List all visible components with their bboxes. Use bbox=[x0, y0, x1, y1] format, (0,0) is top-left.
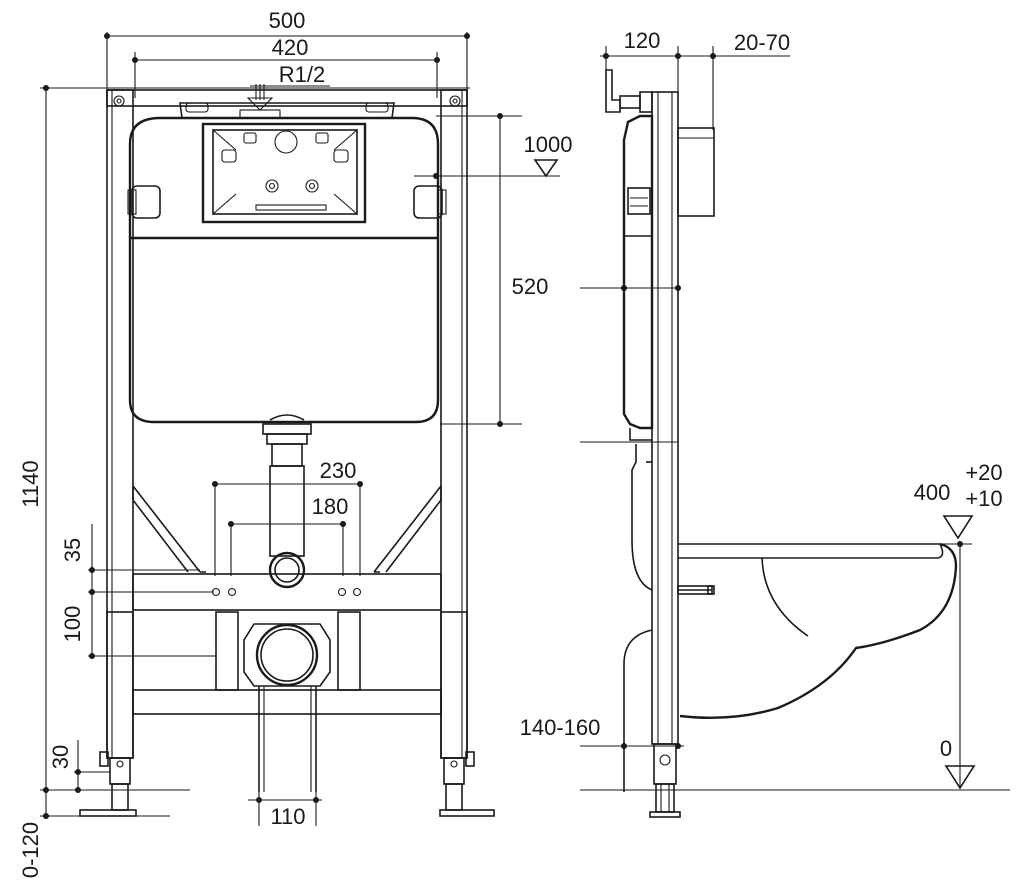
dim-bracket-spacing-a-label: 230 bbox=[320, 458, 357, 483]
dim-cistern-height: 520 bbox=[436, 113, 681, 427]
dim-cistern-height-label: 520 bbox=[512, 274, 549, 299]
dim-frame-width: 500 bbox=[104, 8, 470, 90]
dim-foot-30-label: 30 bbox=[48, 745, 73, 769]
wall-bracket bbox=[605, 69, 653, 113]
dim-bracket-spacing-b: 180 bbox=[228, 494, 348, 576]
flush-pipe bbox=[262, 414, 312, 589]
dim-foot-30: 30 bbox=[48, 740, 81, 793]
dim-foot-adjust-label: 0-120 bbox=[18, 822, 43, 878]
dim-total-height-label: 1140 bbox=[18, 460, 43, 507]
side-foot bbox=[649, 743, 681, 818]
dim-offset-35-label: 35 bbox=[60, 538, 85, 562]
dim-button-height: 1000 bbox=[414, 132, 572, 179]
front-view: 500 420 R1/2 bbox=[18, 8, 495, 878]
dim-foot-adjust: 0-120 bbox=[18, 790, 49, 878]
lower-frame bbox=[106, 611, 468, 792]
dim-outlet-height: 140-160 bbox=[520, 715, 684, 749]
dim-total-height: 1140 bbox=[18, 85, 49, 793]
side-cistern bbox=[622, 114, 654, 441]
dim-inner-width-label: 420 bbox=[272, 35, 309, 60]
dim-outlet-label: 110 bbox=[270, 804, 305, 829]
dim-depth: 120 20-70 bbox=[600, 28, 790, 130]
side-view: 120 20-70 bbox=[414, 28, 1010, 818]
dim-bracket-spacing-b-label: 180 bbox=[312, 494, 349, 519]
dim-button-height-label: 1000 bbox=[524, 132, 573, 157]
dim-offsets: 35 100 bbox=[60, 524, 216, 659]
dim-bowl-height-label: 400 bbox=[914, 480, 951, 505]
dim-tol-plus10-label: +10 bbox=[965, 486, 1002, 511]
dim-outlet-height-label: 140-160 bbox=[520, 715, 601, 740]
dim-floor: 0 bbox=[940, 736, 976, 790]
braces bbox=[132, 485, 442, 573]
dim-bracket-spacing-a: 230 bbox=[212, 458, 363, 576]
dim-depth-label: 120 bbox=[624, 28, 661, 53]
toilet-bowl bbox=[678, 542, 958, 719]
pipe-connection: R1/2 bbox=[246, 62, 330, 111]
side-frame bbox=[651, 91, 715, 745]
dim-frame-width-label: 500 bbox=[269, 8, 306, 33]
dim-outlet: 110 bbox=[248, 792, 322, 829]
dim-wall-range-label: 20-70 bbox=[734, 30, 790, 55]
pipe-connection-label: R1/2 bbox=[279, 62, 325, 87]
dim-offset-100-label: 100 bbox=[60, 606, 85, 643]
dim-bowl-height: 400 +20 +10 bbox=[914, 460, 1003, 788]
dim-floor-label: 0 bbox=[940, 736, 952, 761]
cistern bbox=[127, 116, 447, 424]
side-flush-pipe bbox=[580, 441, 715, 792]
dim-tol-plus20-label: +20 bbox=[965, 460, 1002, 485]
